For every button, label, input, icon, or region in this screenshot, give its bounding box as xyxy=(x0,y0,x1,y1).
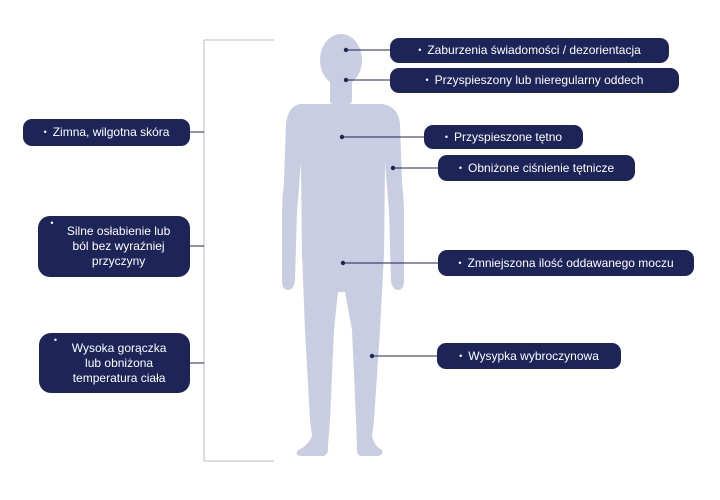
symptom-pill-blood-pressure: • Obniżone ciśnienie tętnicze xyxy=(438,155,635,181)
symptom-label: Wysypka wybroczynowa xyxy=(468,348,599,363)
bullet-icon: • xyxy=(444,131,449,142)
bullet-icon: • xyxy=(425,75,429,85)
symptom-label: Przyspieszone tętno xyxy=(454,129,563,144)
bullet-icon: • xyxy=(459,350,463,361)
bullet-icon: • xyxy=(458,162,463,173)
bullet-icon: • xyxy=(50,218,54,228)
symptom-label: Zmniejszona ilość oddawanego moczu xyxy=(467,255,674,270)
symptom-label: Zaburzenia świadomości / dezorientacja xyxy=(427,43,641,57)
body-point-marker xyxy=(390,165,396,171)
neck-shape xyxy=(330,80,352,104)
connector-lines xyxy=(190,49,438,364)
symptom-pill-urine: • Zmniejszona ilość oddawanego moczu xyxy=(438,250,694,276)
body-point-marker xyxy=(369,353,375,359)
symptom-pill-weakness: • Silne osłabienie lub ból bez wyraźniej… xyxy=(38,216,190,277)
torso-arms-shape xyxy=(282,104,404,290)
body-point-marker xyxy=(340,260,346,266)
legs-shape xyxy=(296,254,384,456)
symptom-label: Zimna, wilgotna skóra xyxy=(52,125,170,139)
symptom-label: Wysoka gorączka lub obniżona temperatura… xyxy=(71,340,167,385)
bullet-icon: • xyxy=(458,257,462,268)
human-body-silhouette xyxy=(282,34,404,456)
body-point-marker xyxy=(343,47,349,53)
body-point-marker xyxy=(339,134,345,140)
symptom-pill-heart-rate: • Przyspieszone tętno xyxy=(424,125,583,149)
symptom-pill-confusion: • Zaburzenia świadomości / dezorientacja xyxy=(390,38,669,63)
symptom-pill-breathing: • Przyspieszony lub nieregularny oddech xyxy=(390,68,679,93)
symptom-label: Przyspieszony lub nieregularny oddech xyxy=(434,73,644,87)
symptom-label: Obniżone ciśnienie tętnicze xyxy=(468,160,615,175)
body-point-marker xyxy=(343,77,349,83)
bullet-icon: • xyxy=(53,335,58,345)
symptom-pill-rash: • Wysypka wybroczynowa xyxy=(437,343,621,369)
body-point-markers xyxy=(339,47,396,359)
symptom-pill-cold-skin: • Zimna, wilgotna skóra xyxy=(23,119,190,146)
bullet-icon: • xyxy=(418,45,422,55)
bullet-icon: • xyxy=(43,127,47,137)
symptom-label: Silne osłabienie lub ból bez wyraźniej p… xyxy=(66,224,171,268)
head-shape xyxy=(320,34,362,86)
symptom-pill-fever: • Wysoka gorączka lub obniżona temperatu… xyxy=(39,333,190,393)
left-bracket xyxy=(203,39,274,462)
